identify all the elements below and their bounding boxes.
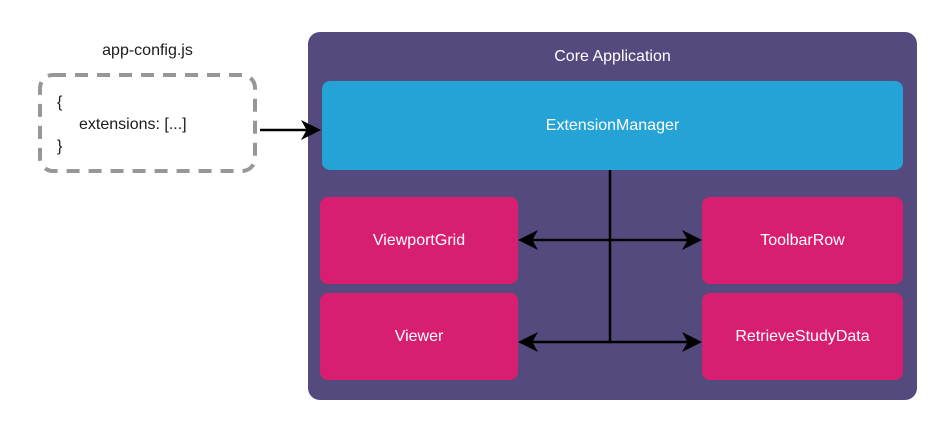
config-code-extensions-line: extensions: [...]	[79, 116, 187, 133]
config-code-open-brace: {	[57, 94, 63, 111]
viewer-node: Viewer	[320, 293, 518, 380]
config-file-title: app-config.js	[102, 42, 193, 59]
retrieve-study-data-node: RetrieveStudyData	[702, 293, 903, 380]
config-code-block: { extensions: [...] }	[57, 92, 187, 158]
toolbar-row-node: ToolbarRow	[702, 197, 903, 284]
core-application-title: Core Application	[554, 47, 671, 65]
viewport-grid-node: ViewportGrid	[320, 197, 518, 284]
config-code-close-brace: }	[57, 138, 63, 155]
extension-manager-node: ExtensionManager	[322, 81, 903, 170]
